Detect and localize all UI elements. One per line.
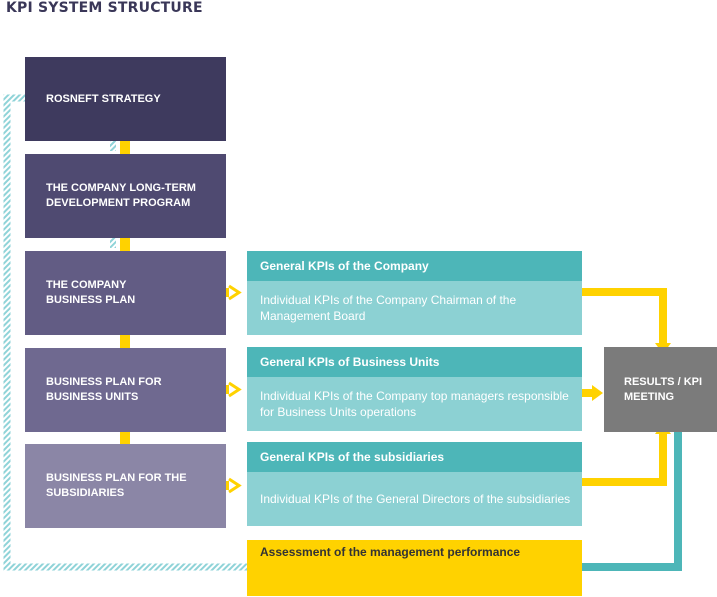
connector-subs-to-results bbox=[582, 432, 667, 486]
kpi-subsidiaries-body: Individual KPIs of the General Directors… bbox=[247, 472, 582, 526]
feedback-loop-line bbox=[3, 94, 247, 571]
kpi-company-header: General KPIs of the Company bbox=[247, 251, 582, 281]
plan-rosneft-strategy: ROSNEFT STRATEGY bbox=[25, 57, 226, 141]
plan-company-business-plan: THE COMPANY BUSINESS PLAN bbox=[25, 251, 226, 335]
kpi-business-units-body: Individual KPIs of the Company top manag… bbox=[247, 377, 582, 431]
assessment-box: Assessment of the management performance bbox=[247, 540, 582, 596]
plan-subsidiaries: BUSINESS PLAN FOR THE SUBSIDIARIES bbox=[25, 444, 226, 528]
kpi-business-units-header: General KPIs of Business Units bbox=[247, 347, 582, 377]
kpi-subsidiaries-header: General KPIs of the subsidiaries bbox=[247, 442, 582, 472]
plan-business-units: BUSINESS PLAN FOR BUSINESS UNITS bbox=[25, 348, 226, 432]
results-kpi-meeting: RESULTS / KPI MEETING bbox=[604, 347, 717, 432]
diagram-title: KPI SYSTEM STRUCTURE bbox=[6, 0, 203, 16]
connector-company-to-results bbox=[582, 288, 667, 345]
plan-long-term-program: THE COMPANY LONG-TERM DEVELOPMENT PROGRA… bbox=[25, 154, 226, 238]
connector-bu-arrowhead bbox=[592, 385, 603, 401]
connector-results-to-assessment bbox=[560, 432, 682, 571]
kpi-company-body: Individual KPIs of the Company Chairman … bbox=[247, 281, 582, 335]
